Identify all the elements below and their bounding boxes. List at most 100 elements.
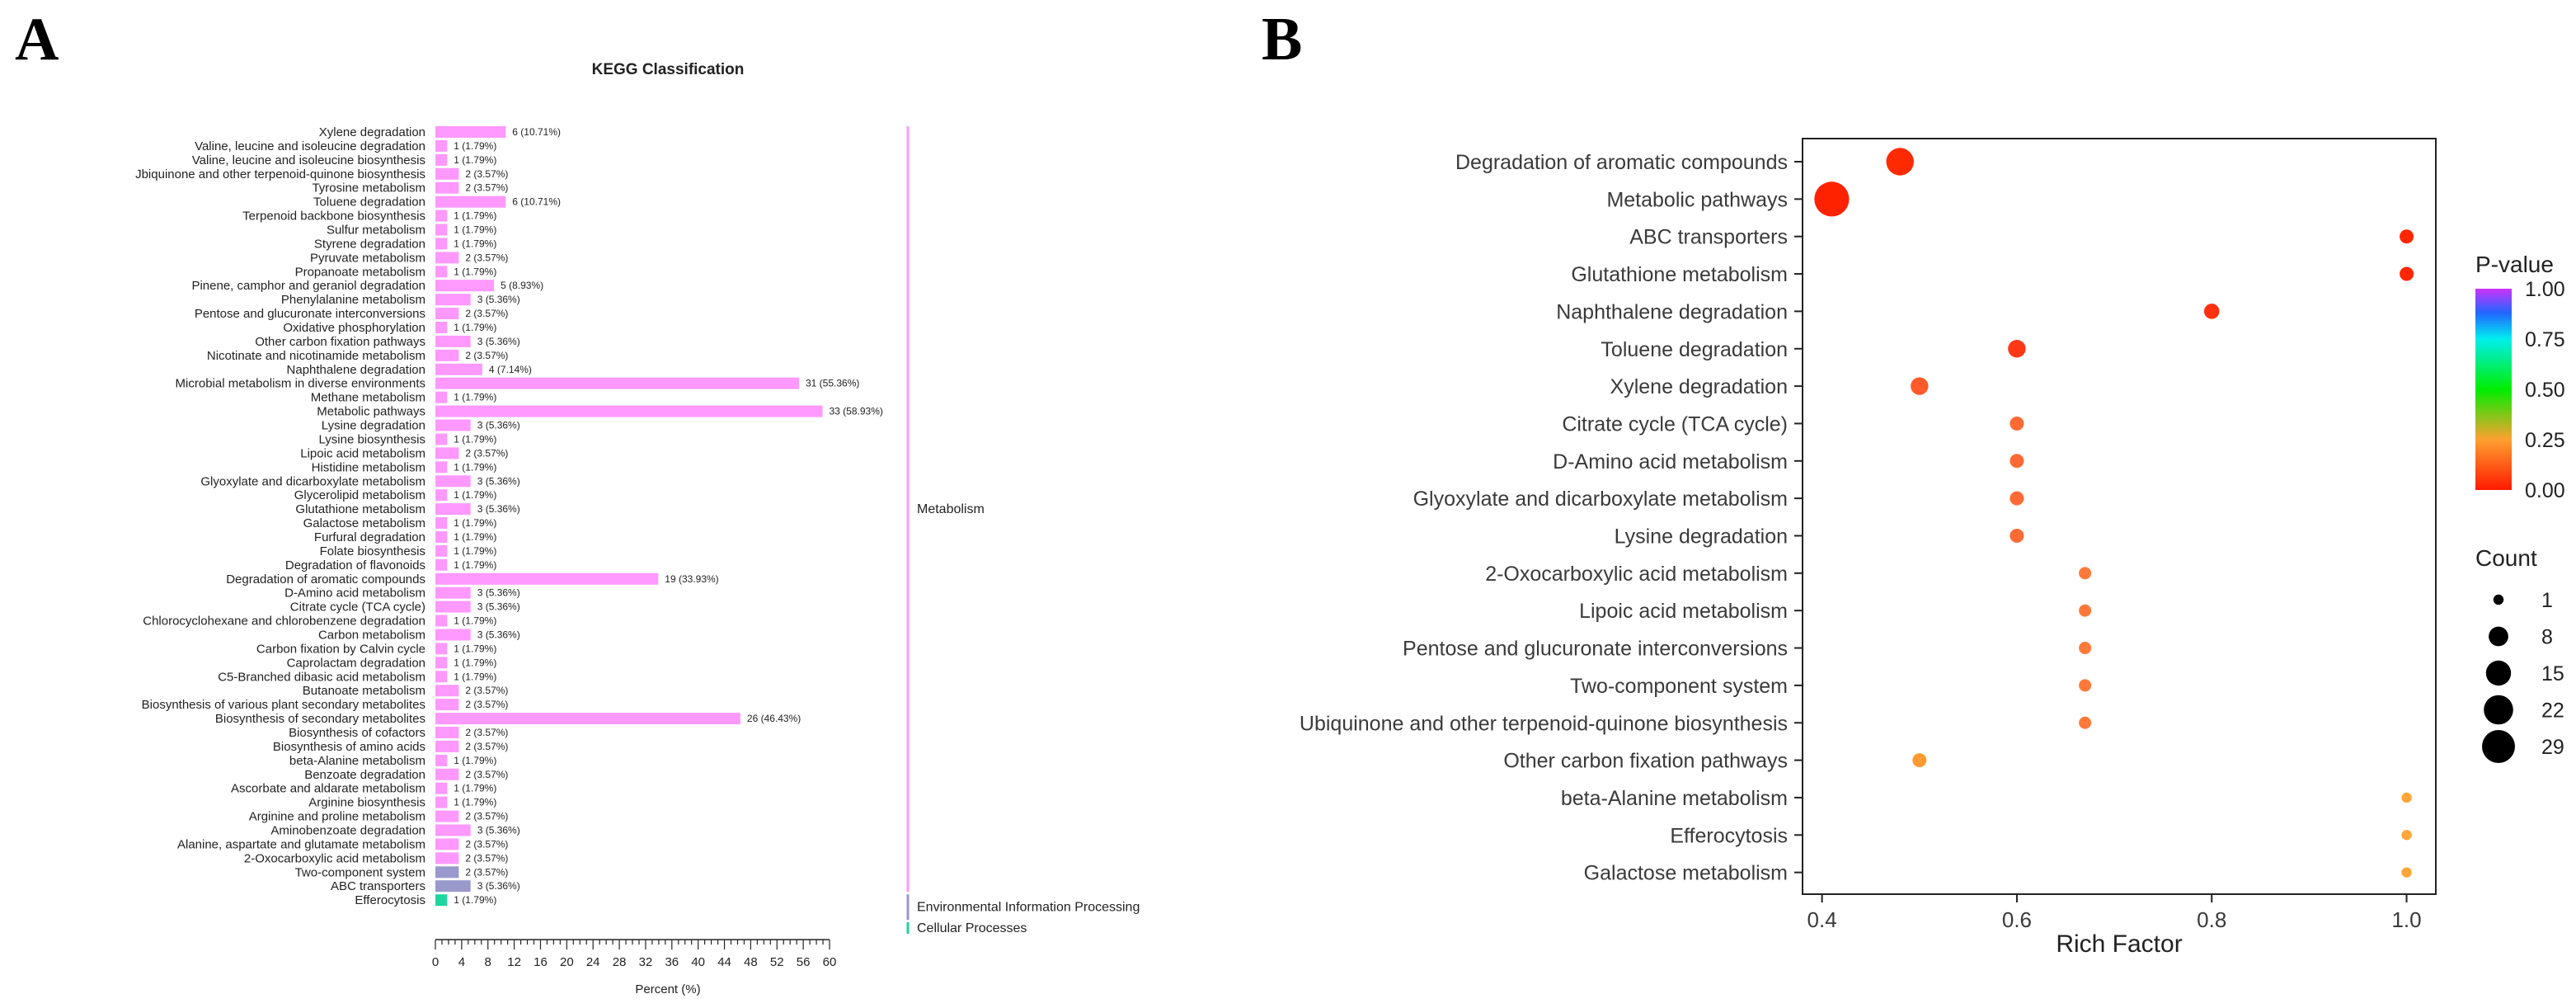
bubble-x-tick-label: 1.0 — [2391, 907, 2421, 932]
kegg-category-label: Butanoate metabolism — [303, 684, 425, 698]
kegg-value-label: 1 (1.79%) — [454, 783, 496, 794]
pvalue-colorbar-tick-label: 0.50 — [2525, 379, 2565, 402]
kegg-x-tick-label: 32 — [639, 955, 653, 969]
kegg-classification-chart: KEGG Classification Percent (%) Xylene d… — [135, 61, 1140, 996]
bubble-y-tick-label: Metabolic pathways — [1606, 188, 1788, 211]
kegg-value-label: 26 (46.43%) — [747, 713, 801, 724]
kegg-category-label: Biosynthesis of various plant secondary … — [142, 698, 425, 712]
kegg-x-tick-label: 44 — [717, 955, 731, 969]
kegg-bar — [435, 699, 459, 711]
bubble-y-tick-label: Citrate cycle (TCA cycle) — [1562, 413, 1788, 436]
bubble-point — [2010, 416, 2024, 431]
kegg-value-label: 3 (5.36%) — [477, 336, 520, 347]
kegg-bar — [435, 266, 448, 278]
kegg-bar — [435, 671, 448, 683]
kegg-category-label: Ascorbate and aldarate metabolism — [231, 782, 425, 796]
kegg-category-label: Folate biosynthesis — [320, 544, 425, 558]
kegg-category-label: Valine, leucine and isoleucine degradati… — [195, 139, 425, 153]
kegg-bar — [435, 461, 448, 473]
kegg-bar — [435, 601, 471, 613]
kegg-group-label: Environmental Information Processing — [917, 901, 1140, 915]
pvalue-colorbar-tick-label: 1.00 — [2525, 278, 2565, 301]
bubble-y-tick-label: beta-Alanine metabolism — [1561, 787, 1788, 810]
bubble-y-tick-label: Glutathione metabolism — [1571, 263, 1788, 286]
kegg-bar — [435, 238, 448, 250]
kegg-category-label: Xylene degradation — [319, 125, 425, 139]
kegg-category-label: Efferocytosis — [355, 893, 425, 907]
kegg-category-label: Two-component system — [295, 865, 425, 879]
kegg-bar — [435, 629, 471, 641]
kegg-value-label: 2 (3.57%) — [465, 769, 508, 780]
bubble-y-tick-label: Degradation of aromatic compounds — [1455, 151, 1788, 174]
kegg-bar — [435, 252, 459, 264]
count-legend-label: 1 — [2541, 589, 2553, 612]
kegg-value-label: 3 (5.36%) — [477, 420, 520, 431]
bubble-y-tick-label: Other carbon fixation pathways — [1503, 750, 1788, 773]
kegg-category-label: Lysine degradation — [322, 419, 425, 433]
bubble-point — [1886, 148, 1914, 176]
kegg-chart-title: KEGG Classification — [592, 61, 745, 78]
bubble-y-tick-label: Pentose and glucuronate interconversions — [1403, 638, 1788, 661]
kegg-category-label: Glyoxylate and dicarboxylate metabolism — [200, 474, 425, 488]
count-legend-circle — [2493, 594, 2504, 605]
kegg-category-label: Pyruvate metabolism — [310, 251, 425, 265]
kegg-value-label: 1 (1.79%) — [454, 238, 496, 249]
kegg-category-label: Phenylalanine metabolism — [281, 293, 425, 307]
kegg-bar — [435, 685, 459, 697]
kegg-value-label: 2 (3.57%) — [465, 741, 508, 752]
bubble-y-tick-label: Lysine degradation — [1615, 525, 1788, 549]
kegg-value-label: 1 (1.79%) — [454, 322, 496, 333]
kegg-category-label: Chlorocyclohexane and chlorobenzene degr… — [143, 615, 425, 629]
kegg-value-label: 3 (5.36%) — [477, 587, 520, 599]
bubble-point — [2400, 266, 2414, 281]
kegg-value-label: 5 (8.93%) — [501, 280, 543, 291]
kegg-value-label: 1 (1.79%) — [454, 224, 496, 236]
kegg-category-label: Galactose metabolism — [303, 516, 425, 530]
kegg-value-label: 2 (3.57%) — [465, 182, 508, 194]
kegg-x-tick-label: 36 — [665, 955, 679, 969]
kegg-bar — [435, 852, 459, 864]
kegg-category-label: Caprolactam degradation — [287, 656, 425, 670]
pvalue-colorbar-tick-label: 0.00 — [2525, 479, 2565, 502]
kegg-category-label: ABC transporters — [331, 879, 425, 893]
kegg-category-label: Sulfur metabolism — [327, 224, 425, 238]
kegg-category-label: Histidine metabolism — [312, 460, 425, 474]
bubble-y-tick-label: Two-component system — [1570, 675, 1788, 698]
kegg-category-label: C5-Branched dibasic acid metabolism — [218, 670, 425, 684]
kegg-value-label: 1 (1.79%) — [454, 266, 496, 277]
kegg-bar — [435, 586, 471, 599]
kegg-bar — [435, 572, 659, 585]
kegg-bar — [435, 782, 448, 794]
kegg-bar — [435, 558, 448, 571]
kegg-bar — [435, 475, 471, 488]
kegg-bar — [435, 768, 459, 780]
bubble-point — [2079, 567, 2092, 580]
kegg-value-label: 1 (1.79%) — [454, 434, 496, 445]
kegg-x-tick-label: 0 — [432, 955, 439, 969]
count-legend-label: 29 — [2541, 736, 2564, 759]
bubble-point — [2079, 716, 2092, 729]
kegg-category-label: 2-Oxocarboxylic acid metabolism — [244, 851, 425, 865]
count-legend-label: 22 — [2541, 699, 2564, 723]
kegg-value-label: 1 (1.79%) — [454, 755, 496, 766]
kegg-category-label: Degradation of flavonoids — [285, 558, 425, 572]
kegg-x-axis-label: Percent (%) — [635, 982, 700, 996]
kegg-bar — [435, 391, 448, 403]
bubble-y-tick-label: Xylene degradation — [1610, 375, 1788, 398]
kegg-category-label: Terpenoid backbone biosynthesis — [242, 210, 425, 224]
bubble-point — [2401, 830, 2412, 841]
kegg-value-label: 1 (1.79%) — [454, 615, 496, 627]
bubble-x-tick-label: 0.8 — [2197, 907, 2226, 932]
kegg-bar — [435, 433, 448, 445]
kegg-value-label: 31 (55.36%) — [806, 378, 859, 389]
kegg-bar — [435, 349, 459, 361]
kegg-bar — [435, 294, 471, 306]
kegg-bar — [435, 866, 459, 878]
kegg-category-label: Biosynthesis of amino acids — [273, 740, 425, 754]
kegg-value-label: 3 (5.36%) — [477, 880, 520, 892]
kegg-category-label: Biosynthesis of secondary metabolites — [215, 712, 425, 726]
kegg-value-label: 2 (3.57%) — [465, 350, 508, 361]
kegg-category-label: Lysine biosynthesis — [318, 433, 425, 447]
kegg-bar — [435, 447, 459, 459]
